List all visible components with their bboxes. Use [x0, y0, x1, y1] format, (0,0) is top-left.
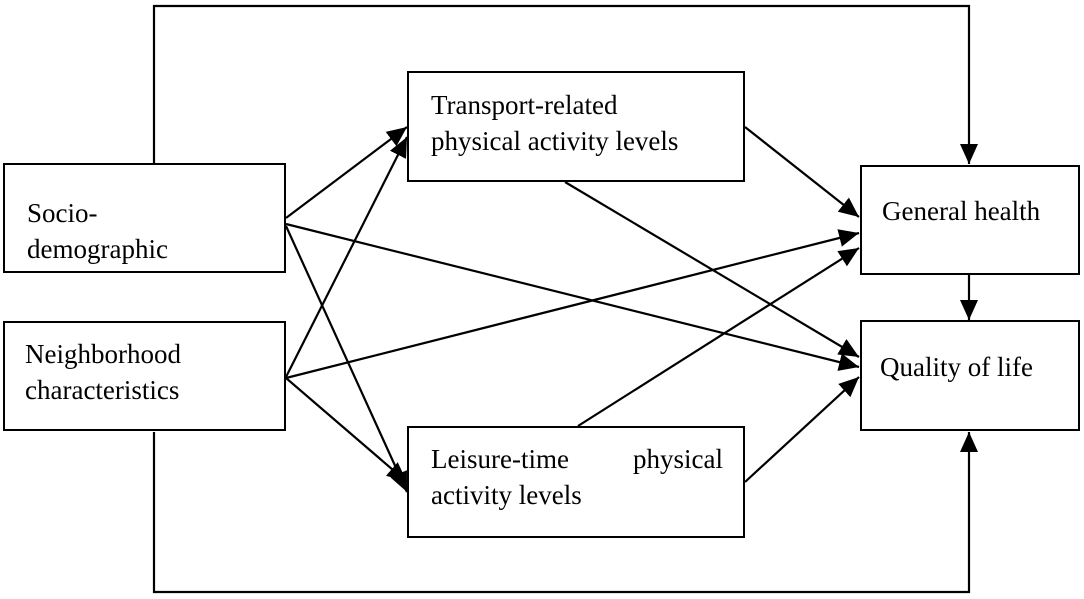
arrow-transport-to-health [744, 126, 860, 218]
node-leisure-line1-word2: physical [633, 444, 723, 474]
arrow-socio-to-qol [285, 222, 860, 371]
node-leisure-line1-word1: Leisure-time [431, 444, 569, 474]
arrow-neighborhood-to-health [285, 229, 860, 380]
node-neighborhood-line1: Neighborhood [25, 339, 181, 369]
arrow-neighborhood-to-qol-bottom [152, 432, 978, 594]
node-transport-line1: Transport-related [431, 90, 618, 120]
arrow-socio-to-health-top [152, 4, 978, 164]
node-general-health: General health [860, 165, 1080, 275]
arrow-neighborhood-to-transport [285, 136, 408, 378]
node-quality-of-life: Quality of life [860, 320, 1080, 431]
arrow-leisure-to-health [577, 247, 860, 427]
node-transport-physical-activity: Transport-related physical activity leve… [407, 71, 745, 182]
node-leisure-line2: activity levels [431, 480, 582, 510]
node-sociodemographic-line2: demographic [27, 234, 168, 264]
node-neighborhood-characteristics: Neighborhood characteristics [3, 321, 286, 431]
node-neighborhood-line2: characteristics [25, 375, 180, 405]
node-quality-of-life-label: Quality of life [880, 352, 1033, 382]
arrow-socio-to-transport [285, 126, 408, 219]
node-sociodemographic-line1: Socio- [27, 198, 98, 228]
arrow-neighborhood-to-leisure [285, 377, 408, 483]
node-transport-line2: physical activity levels [431, 126, 679, 156]
arrow-leisure-to-qol [744, 376, 860, 483]
node-leisure-physical-activity: Leisure-time physical activity levels [407, 426, 745, 538]
node-sociodemographic: Socio- demographic [3, 163, 286, 273]
node-leisure-line1: Leisure-time physical [431, 441, 723, 477]
arrow-socio-to-leisure [284, 225, 409, 493]
node-general-health-label: General health [882, 196, 1041, 226]
arrow-transport-to-qol [564, 181, 860, 358]
